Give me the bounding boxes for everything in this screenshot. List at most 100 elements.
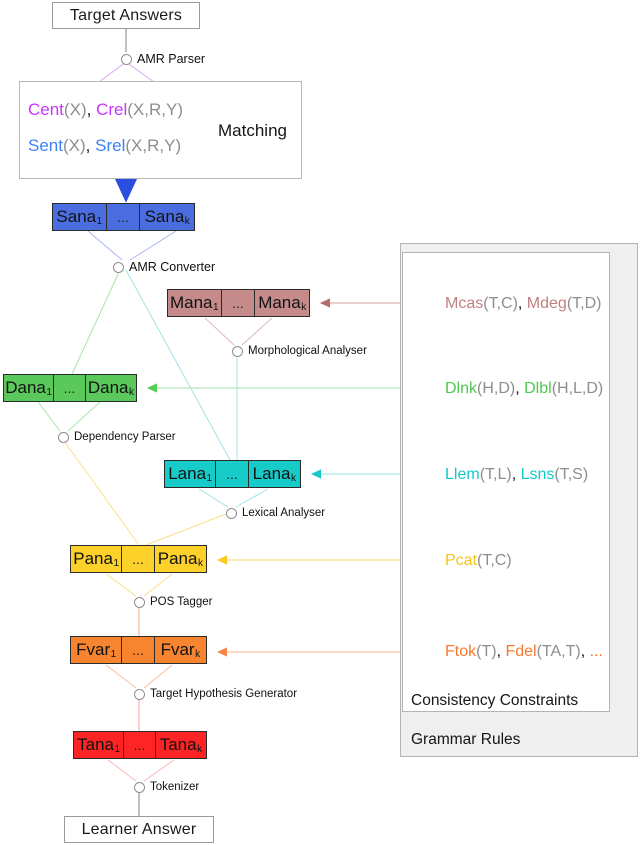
formula-arg: ): [509, 380, 516, 397]
formula-fn: Fdel: [505, 643, 537, 660]
pos-constraints: Pcat(T,C): [445, 552, 512, 570]
process-node-amr-parser[interactable]: AMR Parser: [121, 52, 205, 66]
formula-arg: (: [551, 380, 558, 397]
token-constraints: Ftok(T), Fdel(TA,T), ...: [445, 643, 603, 661]
formula-arg: ): [512, 295, 518, 312]
process-node-tokenizer[interactable]: Tokenizer: [134, 781, 199, 793]
formula-separator: ,: [496, 643, 506, 660]
cell-subscript: 1: [46, 386, 52, 398]
pana-cell: ...: [122, 546, 155, 572]
process-node-label: AMR Parser: [137, 52, 206, 66]
formula-arg: ): [177, 100, 183, 119]
cell-subscript: 1: [96, 215, 103, 227]
consistency-constraints-label: Consistency Constraints: [411, 692, 579, 709]
formula-arg: X: [69, 100, 81, 119]
formula-arg: ): [596, 295, 602, 312]
formula-fn: Llem: [445, 466, 480, 483]
matching-box: [19, 81, 302, 179]
formula-separator: ,: [511, 466, 521, 483]
process-node-label: Dependency Parser: [74, 431, 176, 443]
crel-row: Cent(X), Crel(X,R,Y): [28, 100, 183, 120]
process-node-morphological-analyser[interactable]: Morphological Analyser: [232, 345, 367, 357]
formula-arg: ): [491, 643, 497, 660]
process-node-label: Lexical Analyser: [242, 507, 326, 519]
circle-node-icon: [113, 261, 124, 273]
formula-arg: H,D: [482, 380, 510, 397]
formula-fn: Dlnk: [445, 380, 478, 397]
lana-cell: ...: [216, 461, 249, 487]
cell-subscript: k: [197, 743, 203, 755]
formula-arg: T,C: [488, 295, 513, 312]
formula-arg: X: [68, 136, 80, 155]
formula-arg: ): [597, 380, 604, 397]
process-node-target-hypothesis-generator[interactable]: Target Hypothesis Generator: [134, 688, 297, 700]
srel-row: Sent(X), Srel(X,R,Y): [28, 136, 181, 156]
formula-arg: (: [479, 466, 486, 483]
dana-cell: ...: [54, 375, 86, 401]
formula-arg: (: [476, 643, 482, 660]
sana-cell: ...: [107, 204, 141, 230]
formula-arg: T,S: [559, 466, 583, 483]
circle-node-icon: [121, 53, 132, 65]
process-node-pos-tagger[interactable]: POS Tagger: [134, 596, 212, 608]
dep-constraints: Dlnk(H,D), Dlbl(H,L,D): [445, 380, 603, 398]
matching-label: Matching: [218, 121, 287, 140]
grammar-rules-label: Grammar Rules: [411, 731, 521, 748]
process-node-label: Target Hypothesis Generator: [150, 688, 298, 700]
circle-node-icon: [58, 431, 69, 443]
cell-subscript: k: [195, 648, 201, 660]
formula-fn: Dlbl: [524, 380, 552, 397]
formula-arg: ): [80, 136, 86, 155]
cell-subscript: 1: [110, 648, 117, 660]
formula-arg: ): [175, 136, 182, 155]
process-node-amr-converter[interactable]: AMR Converter: [113, 260, 215, 274]
circle-node-icon: [134, 688, 145, 700]
formula-arg: T: [481, 643, 492, 660]
mana-cell: ...: [222, 290, 256, 316]
cell-subscript: k: [301, 301, 307, 313]
formula-arg: ): [80, 100, 87, 119]
formula-arg: (: [483, 295, 489, 312]
cell-subscript: 1: [213, 301, 219, 313]
formula-fn: Cent: [28, 100, 64, 119]
cell-subscript: k: [184, 215, 190, 227]
target-answers-box: Target Answers: [52, 2, 200, 29]
tana-cell: ...: [124, 732, 156, 758]
process-node-dependency-parser[interactable]: Dependency Parser: [58, 431, 176, 443]
formula-fn: Pcat: [445, 552, 478, 569]
formula-arg: T,L: [485, 466, 507, 483]
formula-arg: (: [536, 643, 542, 660]
consistency-constraints-panel: [402, 252, 610, 712]
formula-separator: ,: [86, 100, 97, 119]
cell-subscript: 1: [114, 743, 121, 755]
formula-arg: (: [125, 136, 132, 155]
process-node-label: Morphological Analyser: [248, 345, 367, 357]
process-node-label: AMR Converter: [129, 260, 216, 274]
learner-answer-box: Learner Answer: [64, 816, 214, 843]
cell-subscript: k: [291, 472, 296, 484]
learner-answer-label: Learner Answer: [81, 820, 197, 838]
process-node-lexical-analyser[interactable]: Lexical Analyser: [226, 507, 325, 519]
lex-constraints: Llem(T,L), Lsns(T,S): [445, 466, 588, 484]
cell-subscript: k: [128, 386, 134, 398]
